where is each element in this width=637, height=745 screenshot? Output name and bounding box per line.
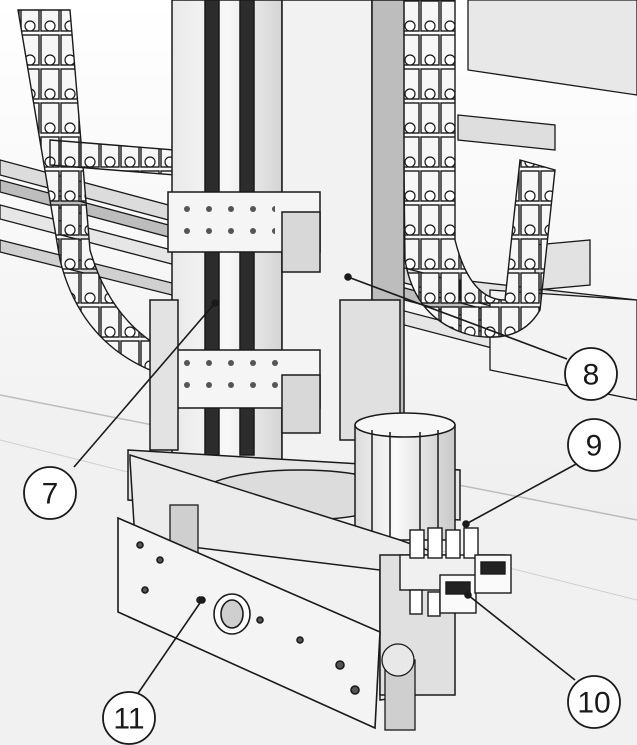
- leader-dot-7: [211, 299, 219, 307]
- leader-dot-9: [462, 520, 470, 528]
- callout-label-10: 10: [577, 687, 610, 720]
- leader-line-8: [347, 276, 568, 360]
- callout-10: 10: [567, 675, 621, 729]
- callouts: 7 8 9 10 11: [23, 347, 621, 745]
- pneumatic-cylinder: [354, 412, 456, 542]
- callout-8: 8: [564, 347, 618, 401]
- callout-label-7: 7: [42, 478, 59, 511]
- leader-lines: [73, 273, 579, 706]
- linear-carriage-lower: [174, 349, 321, 434]
- callout-label-9: 9: [586, 430, 603, 463]
- callout-7: 7: [23, 466, 77, 520]
- rack-gears: [169, 504, 416, 731]
- front-mounting-plate: [117, 516, 381, 730]
- linear-carriage-upper: [167, 191, 321, 273]
- leader-line-10: [467, 594, 576, 681]
- leader-dot-11: [198, 596, 206, 604]
- callout-label-8: 8: [583, 359, 600, 392]
- leader-dot-8: [344, 273, 352, 281]
- callout-11: 11: [102, 691, 156, 745]
- callout-label-11: 11: [113, 703, 144, 736]
- leader-line-7: [73, 302, 216, 468]
- leader-line-9: [465, 462, 579, 525]
- leader-dot-10: [464, 591, 472, 599]
- callout-9: 9: [567, 418, 621, 472]
- pressure-sensors: [439, 554, 512, 614]
- leader-line-11: [129, 599, 203, 706]
